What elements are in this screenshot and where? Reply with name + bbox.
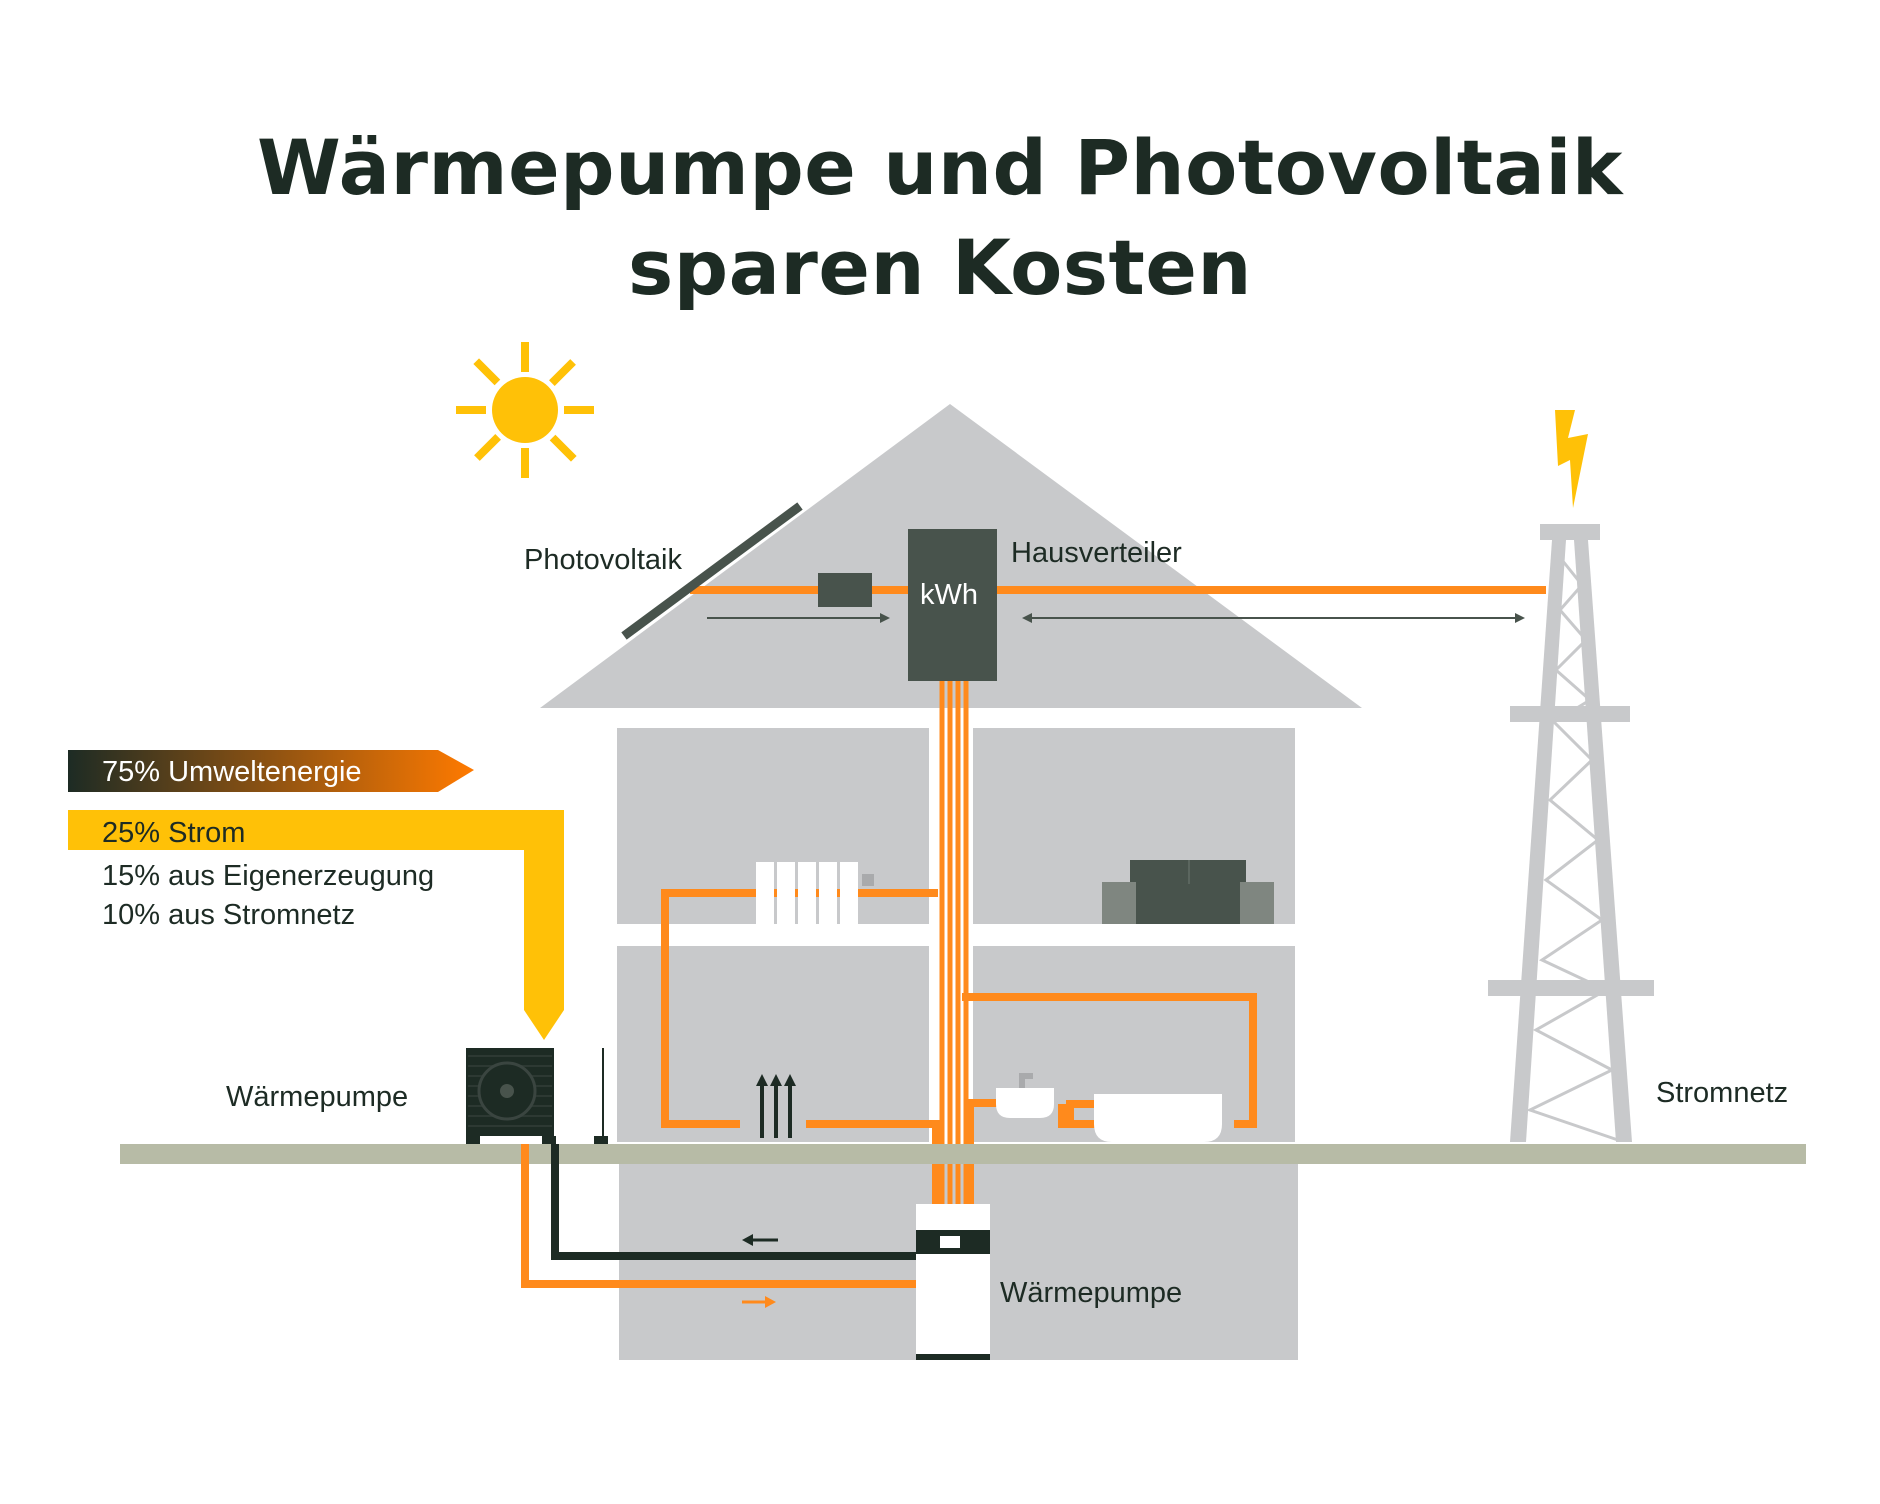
sofa-icon xyxy=(1102,860,1274,924)
waermepumpe-outdoor-label: Wärmepumpe xyxy=(226,1081,408,1113)
eigenerzeugung-label: 15% aus Eigenerzeugung xyxy=(102,860,434,892)
page-title: Wärmepumpe und Photovoltaik sparen Koste… xyxy=(0,118,1880,318)
title-line-1: Wärmepumpe und Photovoltaik xyxy=(257,123,1623,212)
solar-panel xyxy=(621,502,803,640)
flow-arrow-cold xyxy=(742,1234,778,1246)
stromnetz-share-label: 10% aus Stromnetz xyxy=(102,899,355,931)
radiator-icon xyxy=(756,862,874,924)
lightning-icon xyxy=(1555,410,1588,508)
umweltenergie-label: 75% Umweltenergie xyxy=(102,756,362,788)
sink-icon xyxy=(996,1073,1054,1118)
hausverteiler-label: Hausverteiler xyxy=(1011,537,1182,569)
meter-box xyxy=(908,529,997,681)
fan-icon xyxy=(500,1084,514,1098)
flow-arrow-warm xyxy=(742,1296,776,1308)
ground-line xyxy=(120,1144,1806,1164)
title-line-2: sparen Kosten xyxy=(628,223,1252,312)
sun-icon xyxy=(456,342,594,478)
strom-arrow xyxy=(68,810,564,1040)
strom-label: 25% Strom xyxy=(102,817,245,849)
stromnetz-label: Stromnetz xyxy=(1656,1077,1788,1109)
inverter xyxy=(818,573,872,607)
flow-arrow-grid xyxy=(1022,613,1525,623)
heat-rising-icon xyxy=(756,1074,796,1138)
waermepumpe-indoor-label: Wärmepumpe xyxy=(1000,1277,1182,1309)
meter-label: kWh xyxy=(920,579,978,611)
bathtub-icon xyxy=(1094,1094,1222,1142)
umweltenergie-arrow xyxy=(68,750,474,792)
indoor-heat-pump xyxy=(916,1204,990,1360)
outdoor-heat-pump xyxy=(466,1048,608,1144)
photovoltaik-label: Photovoltaik xyxy=(524,544,682,576)
flow-arrow-pv xyxy=(707,613,890,623)
power-tower xyxy=(1488,524,1654,1142)
